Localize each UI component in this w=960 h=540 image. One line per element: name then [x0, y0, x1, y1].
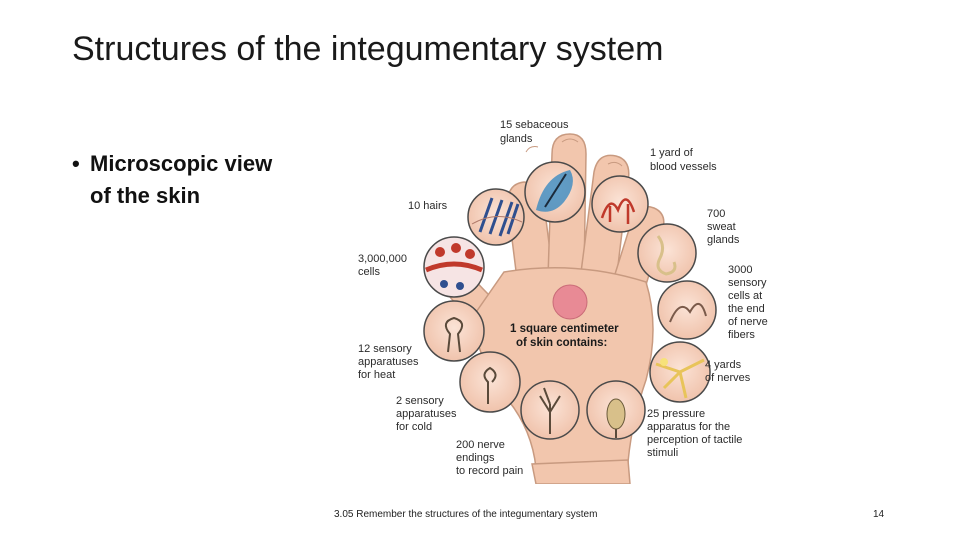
- bullet-line-1: Microscopic view: [90, 151, 273, 176]
- label-cold: 2 sensory apparatuses for cold: [396, 395, 460, 433]
- magnified-blood-vessels: [591, 175, 649, 233]
- magnified-nerves: [649, 341, 711, 403]
- magnified-sweat-glands: [637, 223, 697, 283]
- bullet-line-2: of the skin: [90, 183, 201, 208]
- magnified-hairs: [467, 188, 525, 246]
- label-cells: 3,000,000 cells: [358, 253, 410, 278]
- magnified-sebaceous: [524, 161, 586, 223]
- label-sensory-cells: 3000 sensory cells at the end of nerve f…: [728, 264, 771, 341]
- magnified-cells: [423, 236, 485, 298]
- magnified-cold: [459, 351, 521, 413]
- magnified-sensory-cells: [657, 280, 717, 340]
- slide-footer: 3.05 Remember the structures of the inte…: [334, 509, 598, 520]
- label-center: 1 square centimeter of skin contains:: [510, 323, 622, 349]
- label-hairs: 10 hairs: [408, 200, 448, 212]
- label-sebaceous: 15 sebaceous glands: [500, 119, 572, 145]
- bullet-microscopic-view: • Microscopic view of the skin: [72, 148, 312, 212]
- magnified-pressure: [586, 380, 646, 440]
- slide-number: 14: [873, 509, 885, 520]
- label-heat: 12 sensory apparatuses for heat: [358, 343, 422, 381]
- magnified-nerve-endings: [520, 380, 580, 440]
- slide-title: Structures of the integumentary system: [72, 30, 664, 68]
- label-pressure: 25 pressure apparatus for the perception…: [647, 408, 745, 459]
- label-blood-vessels: 1 yard of blood vessels: [650, 147, 717, 173]
- skin-patch-1cm: [552, 284, 588, 320]
- label-sweat-glands: 700 sweat glands: [707, 208, 740, 246]
- magnified-heat: [423, 300, 485, 362]
- label-nerve-endings: 200 nerve endings to record pain: [456, 439, 523, 477]
- label-nerves: 4 yards of nerves: [705, 359, 751, 384]
- skin-diagram: 15 sebaceous glands 1 yard of blood vess…: [340, 112, 790, 484]
- bullet-dot: •: [72, 151, 80, 176]
